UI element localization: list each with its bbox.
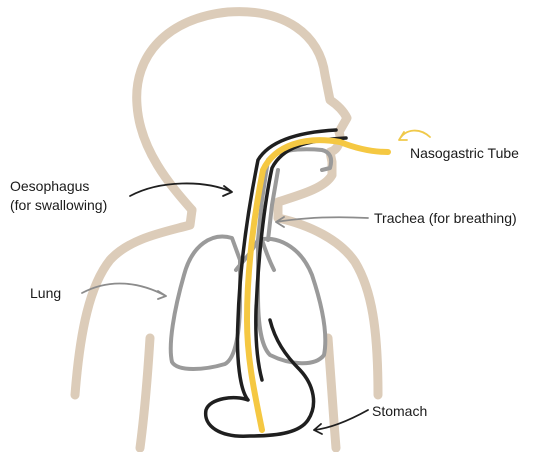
label-oesophagus-line2: (for swallowing): [10, 197, 107, 213]
body-outline: [75, 12, 378, 448]
nasogastric-arrow: [399, 131, 430, 140]
right-arm-inner: [328, 338, 336, 448]
right-bronchus: [262, 240, 274, 270]
label-stomach: Stomach: [372, 403, 427, 419]
label-nasogastric-tube: Nasogastric Tube: [410, 145, 519, 161]
label-lung: Lung: [30, 285, 61, 301]
left-arm-inner: [140, 338, 150, 448]
head-outline: [137, 12, 347, 210]
left-lung: [171, 237, 240, 369]
chin-outline: [278, 175, 332, 218]
label-trachea: Trachea (for breathing): [374, 210, 517, 226]
stomach-arrow: [314, 410, 368, 434]
label-oesophagus-line1: Oesophagus: [10, 178, 89, 194]
left-neck-shoulder: [75, 210, 192, 395]
